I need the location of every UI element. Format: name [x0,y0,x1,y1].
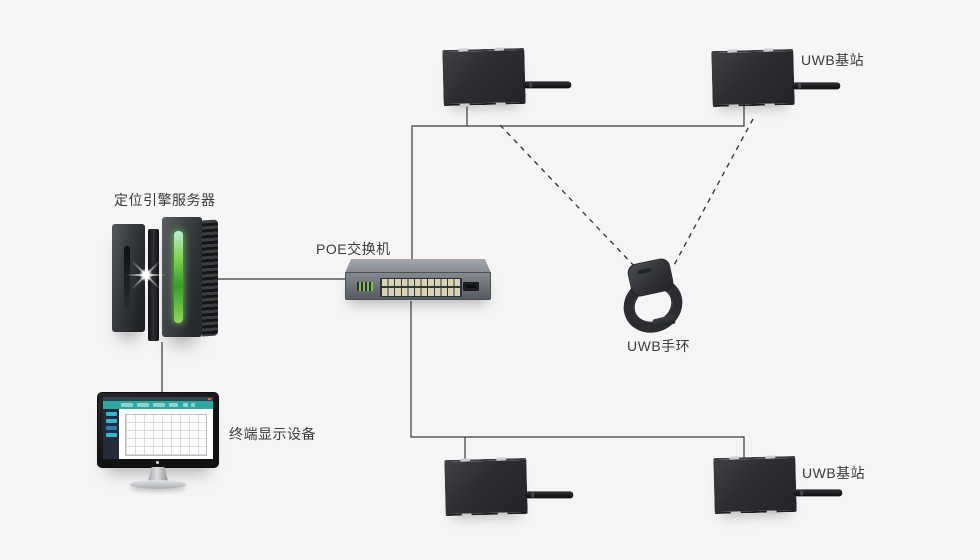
mount-tab [765,455,776,459]
mount-tab [730,511,741,515]
display-label: 终端显示设备 [229,426,316,442]
anchor-body [442,47,526,107]
antenna [525,491,574,499]
monitor-bezel [97,392,219,468]
server-right-panel [162,217,202,337]
mount-tab [764,103,775,107]
mount-tab [766,510,777,514]
anchor-body [711,48,795,108]
monitor-stand-base [130,480,186,489]
signal-dashed-left [499,124,638,270]
mount-tab [728,104,739,108]
signal-dashed-right [672,118,754,268]
mount-tab [497,512,508,516]
mount-tab [763,48,774,52]
mount-tab [458,48,469,52]
display-device [97,392,219,490]
monitor-screen [103,397,213,459]
mount-tab [459,103,470,107]
uwb-tag-device [613,256,693,343]
switch-front-face [345,272,491,300]
app-sidebar [103,409,119,459]
server-device [110,217,218,341]
wire-switch-bottom-anchors [410,301,745,460]
mount-tab [496,457,507,461]
mount-tab [461,513,472,517]
switch-top-face [345,259,491,273]
anchor-top-right-label: UWB基站 [801,52,865,68]
anchor-body [713,455,797,515]
server-label: 定位引擎服务器 [114,192,216,208]
mount-tab [729,456,740,460]
anchor-body [444,457,528,517]
app-toolbar [103,401,213,409]
close-icon [208,398,211,400]
switch-sfp-port [463,282,479,291]
anchor-bottom-right-label: UWB基站 [802,465,866,481]
switch-led-panel [355,280,375,293]
uwb-anchor-top-left [442,47,572,107]
monitor-stand-neck [148,467,168,481]
switch-label: POE交换机 [316,241,391,257]
antenna [523,81,572,89]
switch-rj45-ports [380,278,462,297]
sparkle-highlight [126,255,166,295]
mount-tab [727,49,738,53]
floorplan-view [125,414,207,456]
uwb-anchor-bottom-middle [444,457,574,517]
wire-switch-top-anchors [411,103,745,261]
poe-switch-device [345,259,491,305]
app-titlebar [103,397,213,401]
tag-label: UWB手环 [627,338,691,354]
uwb-anchor-top-right [711,48,841,108]
server-led-strip [174,231,183,323]
antenna [792,82,841,90]
antenna [794,489,843,497]
server-heatsink-fins [202,219,218,337]
monitor-logo-dot [156,461,159,464]
server-middle-column [148,229,159,341]
server-slot [124,246,130,310]
uwb-anchor-bottom-right [713,455,843,515]
mount-tab [494,47,505,51]
mount-tab [460,458,471,462]
mount-tab [495,102,506,106]
